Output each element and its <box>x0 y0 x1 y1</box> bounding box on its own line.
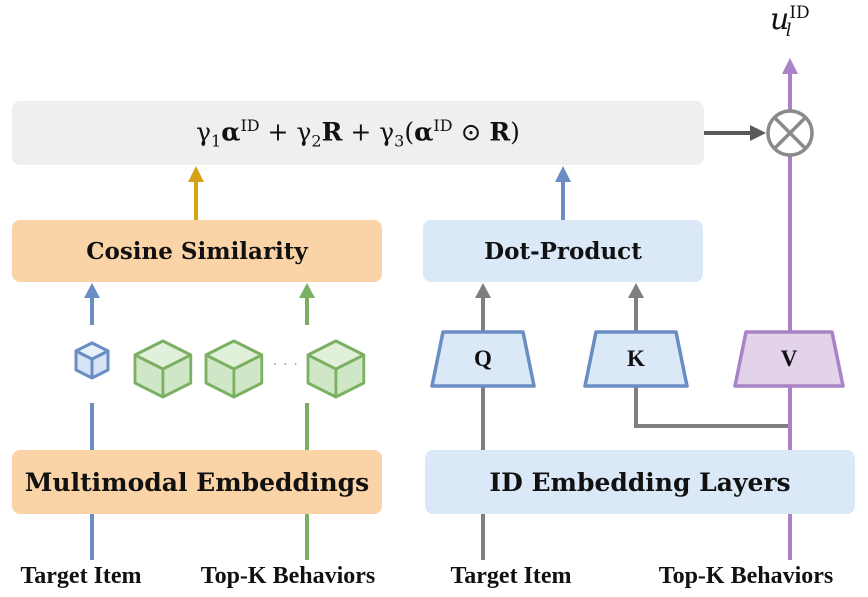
left-top-k-behaviors-label: Top-K Behaviors <box>200 563 376 589</box>
cosine-similarity-label: Cosine Similarity <box>86 237 308 265</box>
k-label: K <box>627 346 645 371</box>
dot-product-box: Dot-Product <box>423 220 703 282</box>
fusion-formula-box: γ1αID + γ2R + γ3(αID ⊙ R) <box>12 101 704 165</box>
cube-icon <box>204 339 264 399</box>
v-projection-trapezoid <box>733 330 845 388</box>
output-label: uIDl <box>770 2 810 41</box>
target-item-arrowhead <box>84 283 100 298</box>
dot-product-label: Dot-Product <box>484 237 642 265</box>
fusion-formula: γ1αID + γ2R + γ3(αID ⊙ R) <box>196 115 520 151</box>
k-projection-trapezoid <box>583 330 689 388</box>
cube-icon <box>133 339 193 399</box>
id-embedding-layers-label: ID Embedding Layers <box>489 467 791 497</box>
q-to-dot-arrowhead <box>475 283 491 298</box>
dot-to-formula-arrowhead <box>555 166 571 182</box>
q-projection-trapezoid <box>430 330 536 388</box>
otimes-icon <box>766 109 814 157</box>
similarity-to-formula-arrowhead <box>188 166 204 182</box>
q-label: Q <box>474 346 492 371</box>
cube-ellipsis: · · · <box>273 358 299 373</box>
cosine-similarity-box: Cosine Similarity <box>12 220 382 282</box>
right-target-item-label: Target Item <box>450 563 572 589</box>
cube-icon <box>74 341 110 380</box>
behaviors-arrowhead <box>299 283 315 298</box>
multimodal-embeddings-label: Multimodal Embeddings <box>24 467 370 497</box>
v-label: V <box>780 346 798 371</box>
cube-icon <box>306 339 366 399</box>
output-arrowhead <box>782 58 798 74</box>
right-top-k-behaviors-label: Top-K Behaviors <box>658 563 834 589</box>
id-embedding-layers-box: ID Embedding Layers <box>425 450 855 514</box>
multimodal-embeddings-box: Multimodal Embeddings <box>12 450 382 514</box>
k-branch-line <box>634 386 790 428</box>
formula-to-otimes-arrowhead <box>750 125 766 141</box>
left-target-item-label: Target Item <box>20 563 142 589</box>
k-to-dot-arrowhead <box>628 283 644 298</box>
